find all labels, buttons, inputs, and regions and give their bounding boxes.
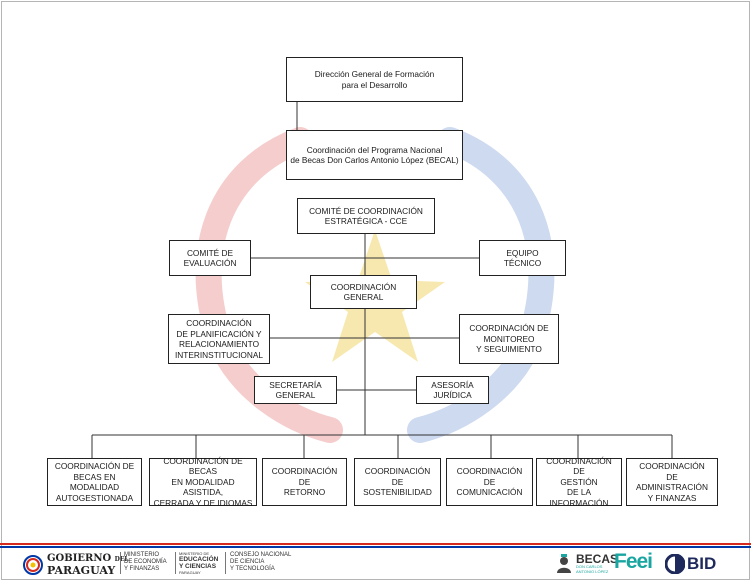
box-coordinacion-programa: Coordinación del Programa Nacional de Be…: [286, 130, 463, 180]
conacyt-name: CONSEJO NACIONAL DE CIENCIA Y TECNOLOGÍA: [230, 552, 292, 572]
ministerio-educacion: MINISTERIO DE EDUCACIÓN Y CIENCIAS PARAG…: [179, 551, 218, 575]
feei-logo: Feei: [614, 550, 653, 573]
bid-logo: BID: [665, 554, 716, 574]
paraguay-seal-icon: [23, 555, 43, 575]
box-monitoreo: COORDINACIÓN DE MONITOREO Y SEGUIMIENTO: [459, 314, 559, 364]
footer-separator: [120, 552, 121, 574]
gobierno-del: DEL: [114, 556, 129, 563]
box-comite-evaluacion: COMITÉ DE EVALUACIÓN: [169, 240, 251, 276]
box-equipo-tecnico: EQUIPO TÉCNICO: [479, 240, 566, 276]
ministerio-educacion-top: MINISTERIO DE: [179, 551, 210, 556]
footer-red-stripe: [0, 543, 751, 545]
box-comite-coordinacion: COMITÉ DE COORDINACIÓN ESTRATÉGICA - CCE: [297, 198, 435, 234]
becas-subtitle: DON CARLOS ANTONIO LÓPEZ: [576, 564, 609, 574]
box-coordinacion-general: COORDINACIÓN GENERAL: [310, 275, 417, 309]
gobierno-line2: PARAGUAY: [47, 564, 116, 577]
becas-title: BECAS: [576, 552, 619, 566]
bid-emblem-icon: [665, 554, 685, 574]
box-asesoria: ASESORÍA JURÍDICA: [416, 376, 489, 404]
becas-logo: BECAS DON CARLOS ANTONIO LÓPEZ: [555, 553, 618, 574]
ministerio-economia: MINISTERIO DE ECONOMÍA Y FINANZAS: [124, 552, 167, 572]
box-planificacion: COORDINACIÓN DE PLANIFICACIÓN Y RELACION…: [168, 314, 270, 364]
box-sostenibilidad: COORDINACIÓN DE SOSTENIBILIDAD: [354, 458, 441, 506]
footer-separator: [175, 552, 176, 574]
footer-separator: [225, 552, 226, 574]
box-comunicacion: COORDINACIÓN DE COMUNICACIÓN: [446, 458, 533, 506]
gobierno-logo: GOBIERNO DEL PARAGUAY: [23, 554, 129, 576]
ministerio-educacion-name: EDUCACIÓN Y CIENCIAS: [179, 556, 219, 570]
box-administracion-finanzas: COORDINACIÓN DE ADMINISTRACIÓN Y FINANZA…: [626, 458, 718, 506]
box-secretaria: SECRETARÍA GENERAL: [254, 376, 337, 404]
footer-blue-stripe: [0, 546, 751, 548]
bid-text: BID: [687, 554, 717, 573]
box-direccion-general: Dirección General de Formación para el D…: [286, 57, 463, 102]
ministerio-educacion-sub: PARAGUAY: [179, 570, 201, 575]
box-gestion-informacion: COORDINACIÓN DE GESTIÓN DE LA INFORMACIÓ…: [536, 456, 622, 508]
box-retorno: COORDINACIÓN DE RETORNO: [262, 458, 347, 506]
gobierno-line1: GOBIERNO: [47, 553, 112, 564]
becas-emblem-icon: [557, 553, 571, 573]
box-becas-asistida: COORDINACIÓN DE BECAS EN MODALIDAD ASIST…: [149, 456, 257, 508]
box-becas-autogestionada: COORDINACIÓN DE BECAS EN MODALIDAD AUTOG…: [47, 458, 142, 506]
